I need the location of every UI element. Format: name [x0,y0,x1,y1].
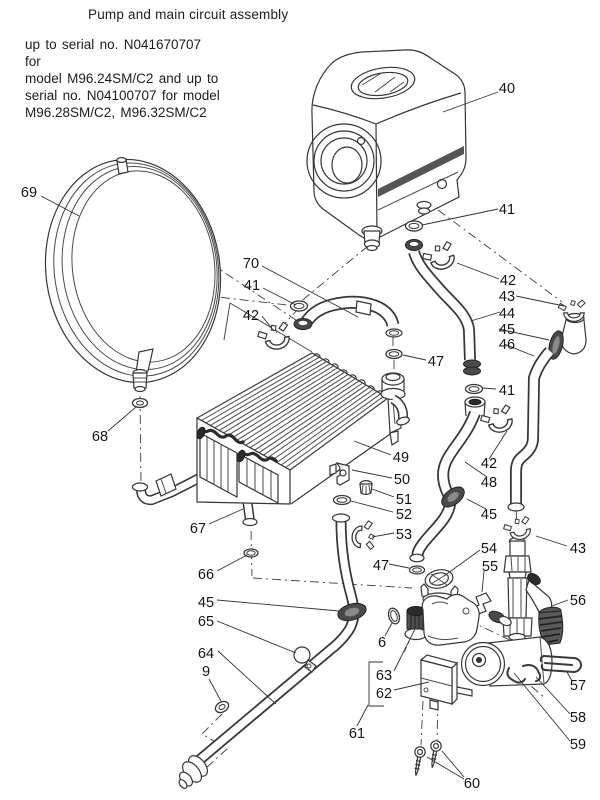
callout-42: 42 [500,273,516,289]
pump-head-drawing [306,49,467,252]
serial-note-line: M96.28SM/C2, M96.32SM/C2 [25,105,207,120]
callout-45: 45 [198,595,214,611]
callout-48: 48 [481,475,497,491]
callout-45: 45 [499,322,515,338]
callout-9: 9 [202,664,210,680]
callout-63: 63 [376,668,392,684]
callout-51: 51 [396,492,412,508]
callout-43: 43 [570,541,586,557]
callout-60: 60 [464,776,480,792]
callout-49: 49 [393,450,409,466]
expansion-vessel-drawing [44,157,222,409]
callout-44: 44 [499,306,515,322]
serial-note: up to serial no. N041670707 for model M9… [25,36,221,121]
pipe-64-drawing [178,494,367,789]
serial-note-line: model M96.24SM/C2 and up to [25,71,219,86]
callout-62: 62 [376,686,392,702]
callout-42: 42 [481,456,497,472]
callout-43: 43 [499,289,515,305]
callout-58: 58 [570,710,586,726]
callout-42: 42 [243,308,259,324]
callout-70: 70 [243,256,259,272]
leader-lines [40,91,573,780]
callout-57: 57 [570,678,586,694]
callout-61: 61 [349,726,365,742]
callout-47: 47 [373,558,389,574]
callout-53: 53 [396,527,412,543]
callout-46: 46 [499,337,515,353]
callout-67: 67 [190,521,206,537]
callout-65: 65 [198,614,214,630]
callout-labels: 40 41 42 43 44 45 46 41 42 48 45 54 55 4… [21,81,586,792]
serial-note-line: serial no. N04100707 for model [25,88,220,103]
callout-6: 6 [378,635,386,651]
callout-69: 69 [21,185,37,201]
callout-52: 52 [396,507,412,523]
callout-56: 56 [570,593,586,609]
callout-68: 68 [92,429,108,445]
callout-41: 41 [499,383,515,399]
pump-drawing [387,569,582,776]
callout-50: 50 [394,472,410,488]
callout-64: 64 [198,646,214,662]
callout-59: 59 [570,737,586,753]
callout-55: 55 [482,559,498,575]
pipe-70-drawing [289,295,403,338]
heat-exchanger-drawing [195,302,410,505]
callout-47: 47 [428,354,444,370]
callout-66: 66 [198,567,214,583]
serial-note-line: up to serial no. N041670707 for [25,37,202,69]
callout-45: 45 [481,507,497,523]
pipe-46-valve-56-drawing [502,312,587,646]
pipe-44-48-drawing [408,250,486,575]
page-title: Pump and main circuit assembly [88,7,289,22]
callout-54: 54 [481,541,497,557]
callout-41: 41 [499,202,515,218]
callout-40: 40 [499,81,515,97]
callout-41: 41 [244,278,260,294]
